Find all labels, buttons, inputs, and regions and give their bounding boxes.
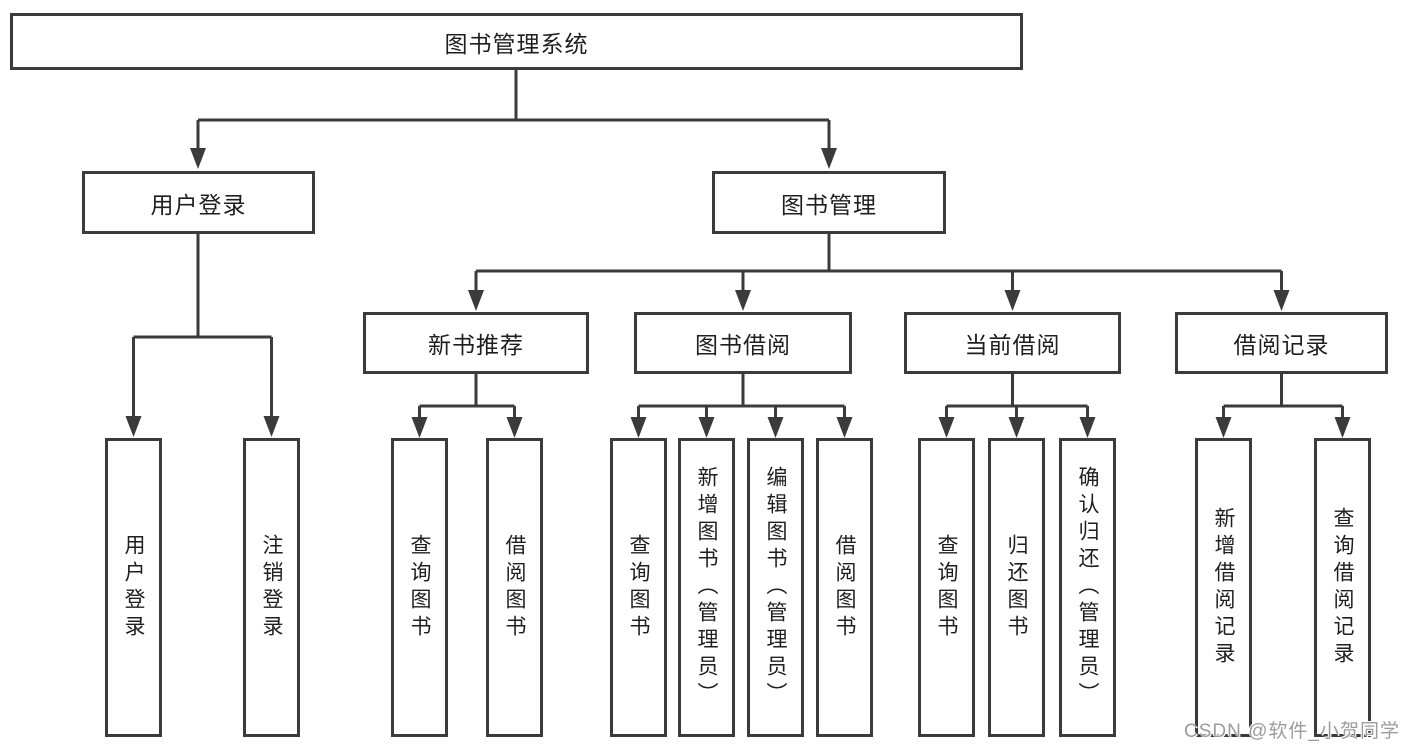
edge-userlogin-to-leaves: [132, 234, 273, 419]
edge-bookmgmt-to-level2: [474, 234, 1283, 293]
edge-records-to-leaves: [1222, 374, 1344, 420]
node-new-book-recommend: 新书推荐: [363, 312, 589, 374]
leaf-confirm-return-admin-label: 确认归还（管理员）: [1076, 466, 1099, 709]
node-new-book-recommend-label: 新书推荐: [428, 332, 524, 358]
leaf-query-books-2-label: 查询图书: [627, 533, 650, 642]
node-user-login-label: 用户登录: [150, 191, 247, 218]
node-root-label: 图书管理系统: [444, 30, 589, 57]
leaf-return-book: 归还图书: [988, 438, 1045, 737]
node-book-management-label: 图书管理: [781, 191, 877, 218]
leaf-query-books-3-label: 查询图书: [935, 533, 958, 642]
leaf-confirm-return-admin: 确认归还（管理员）: [1059, 438, 1116, 737]
node-borrow-records: 借阅记录: [1175, 312, 1388, 374]
leaf-user-login-label: 用户登录: [122, 533, 145, 642]
leaf-query-books-3: 查询图书: [918, 438, 975, 737]
leaf-borrow-books-1-label: 借阅图书: [503, 533, 526, 642]
node-book-borrow-label: 图书借阅: [695, 332, 791, 358]
node-book-borrow: 图书借阅: [634, 312, 852, 374]
leaf-edit-book-admin: 编辑图书（管理员）: [747, 438, 804, 737]
leaf-query-books-1-label: 查询图书: [408, 533, 431, 642]
leaf-add-borrow-record: 新增借阅记录: [1195, 438, 1252, 737]
node-user-login: 用户登录: [82, 171, 315, 234]
leaf-query-borrow-record-label: 查询借阅记录: [1331, 506, 1354, 669]
leaf-query-books-2: 查询图书: [610, 438, 667, 737]
node-current-borrow-label: 当前借阅: [964, 332, 1061, 358]
leaf-logout: 注销登录: [243, 438, 300, 737]
leaf-edit-book-admin-label: 编辑图书（管理员）: [764, 466, 787, 709]
leaf-add-book-admin: 新增图书（管理员）: [678, 438, 735, 737]
leaf-user-login: 用户登录: [105, 438, 162, 737]
leaf-add-book-admin-label: 新增图书（管理员）: [695, 466, 718, 709]
csdn-watermark: CSDN @软件_小贺同学: [1184, 721, 1400, 742]
leaf-return-book-label: 归还图书: [1005, 533, 1028, 642]
leaf-query-books-1: 查询图书: [391, 438, 448, 737]
edge-bookborrow-to-leaves: [637, 374, 846, 420]
edge-currentborrow-to-leaves: [945, 374, 1089, 420]
node-root: 图书管理系统: [10, 13, 1023, 70]
leaf-borrow-books-2-label: 借阅图书: [833, 533, 856, 642]
node-current-borrow: 当前借阅: [904, 312, 1121, 374]
leaf-borrow-books-2: 借阅图书: [816, 438, 873, 737]
node-borrow-records-label: 借阅记录: [1233, 332, 1330, 358]
leaf-query-borrow-record: 查询借阅记录: [1314, 438, 1371, 737]
leaf-add-borrow-record-label: 新增借阅记录: [1212, 506, 1235, 669]
edge-newbook-to-leaves: [418, 374, 516, 420]
leaf-borrow-books-1: 借阅图书: [486, 438, 543, 737]
leaf-logout-label: 注销登录: [260, 533, 283, 642]
arrowheads: [125, 148, 1351, 438]
edge-root-to-level1: [196, 70, 831, 152]
node-book-management: 图书管理: [712, 171, 946, 234]
